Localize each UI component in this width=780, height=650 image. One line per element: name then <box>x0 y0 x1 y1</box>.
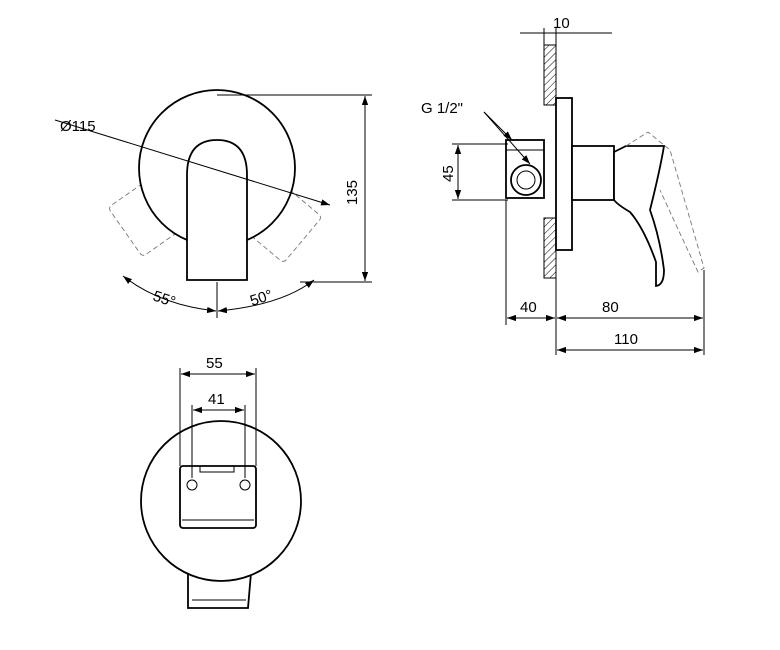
handle-lever <box>186 139 248 281</box>
lever-ghost <box>625 131 705 273</box>
front-view: Ø115 135 55° 50° <box>54 89 372 318</box>
width-inner-label: 41 <box>208 391 225 408</box>
cartridge-body <box>571 145 615 201</box>
inlet-pipe-outer <box>510 164 542 196</box>
diameter-label: Ø115 <box>60 118 96 135</box>
angle-left-label: 55° <box>151 288 178 311</box>
height-label: 135 <box>344 180 361 205</box>
inlet-pipe-inner <box>516 170 536 190</box>
angle-arc-left <box>122 275 217 314</box>
back-view: 55 41 <box>140 355 302 609</box>
mounting-hole-right <box>239 479 251 491</box>
lever-profile <box>613 145 666 288</box>
mounting-hole-left <box>186 479 198 491</box>
thread-label: G 1/2" <box>421 100 463 117</box>
wall-section-top <box>543 44 557 106</box>
side-view: 10 G 1/2" 45 40 80 110 <box>421 15 705 355</box>
depth-body-label: 80 <box>602 299 619 316</box>
wall-section-bottom <box>543 217 557 279</box>
diameter-leader <box>54 119 331 206</box>
wall-thickness-label: 10 <box>553 15 570 32</box>
depth-wall-label: 40 <box>520 299 537 316</box>
cover-plate-side <box>555 97 573 251</box>
width-outer-label: 55 <box>206 355 223 372</box>
depth-total-label: 110 <box>614 331 638 348</box>
connection-height-label: 45 <box>440 165 457 182</box>
angle-arc-right <box>217 279 315 314</box>
angle-right-label: 50° <box>248 287 275 310</box>
